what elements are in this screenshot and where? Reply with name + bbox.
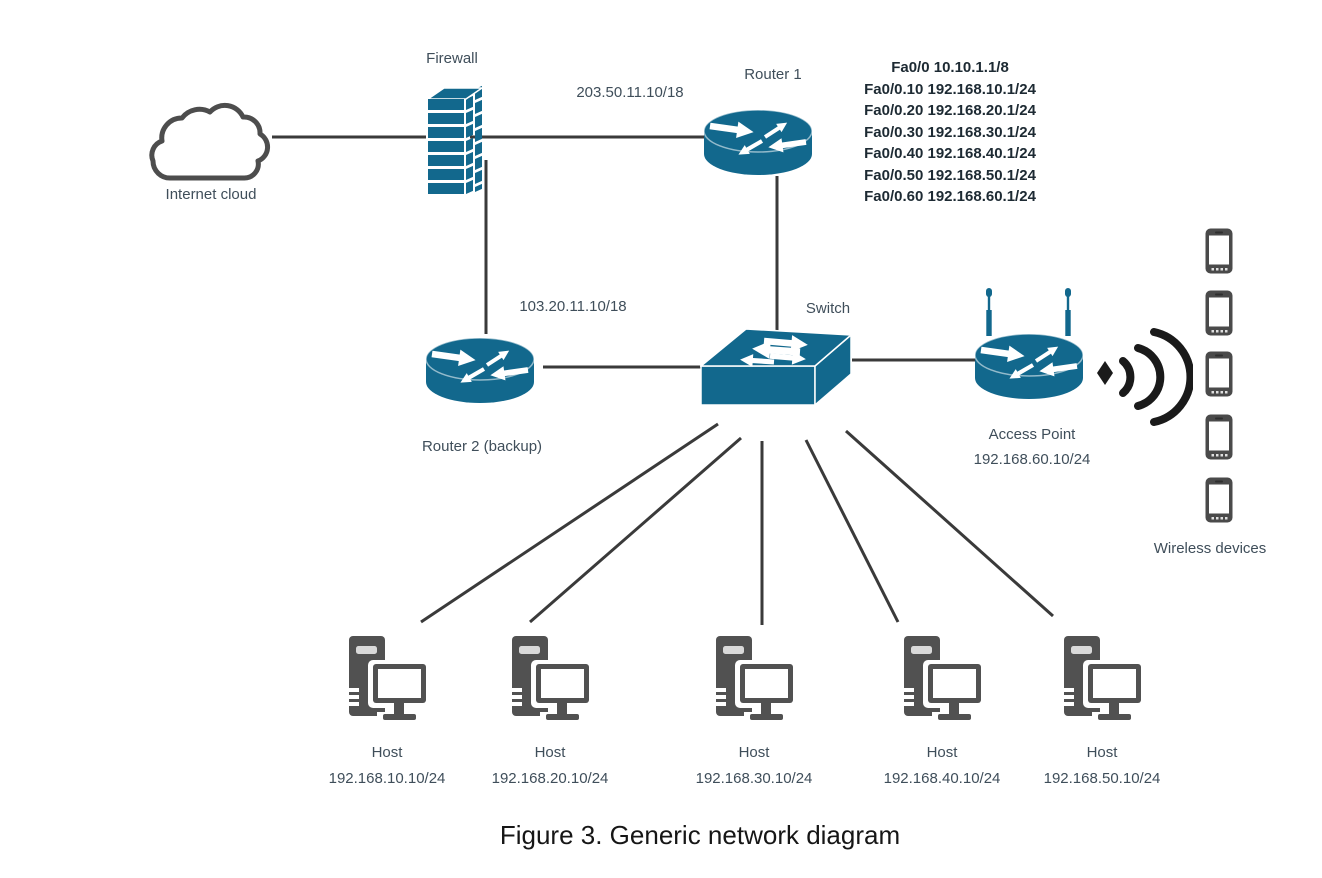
host-node-3: Host 192.168.30.10/24 bbox=[674, 636, 834, 787]
host-ip: 192.168.50.10/24 bbox=[1043, 770, 1161, 787]
router2-label: Router 2 (backup) bbox=[421, 438, 543, 455]
firewall-side-bricks bbox=[466, 85, 482, 194]
host-ip: 192.168.20.10/24 bbox=[491, 770, 609, 787]
phone-screen bbox=[1209, 358, 1229, 388]
host-ip: 192.168.30.10/24 bbox=[695, 770, 813, 787]
host-node-5: Host 192.168.50.10/24 bbox=[1022, 636, 1182, 787]
host-node-2: Host 192.168.20.10/24 bbox=[470, 636, 630, 787]
switch-front-face bbox=[700, 365, 816, 406]
wan1-ip-label: 203.50.11.10/18 bbox=[576, 84, 684, 101]
host-screen bbox=[933, 669, 976, 698]
firewall-icon bbox=[425, 85, 485, 194]
wifi-arc-1 bbox=[1119, 357, 1135, 397]
host-node-4: Host 192.168.40.10/24 bbox=[862, 636, 1022, 787]
access-point-ip: 192.168.60.10/24 bbox=[973, 451, 1091, 468]
interface-line: Fa0/0 10.10.1.1/8 bbox=[891, 59, 1009, 76]
wifi-dot bbox=[1097, 361, 1113, 385]
interface-line: Fa0/0.30 192.168.30.1/24 bbox=[864, 123, 1036, 141]
interface-line: Fa0/0.50 192.168.50.1/24 bbox=[864, 166, 1036, 184]
firewall-label: Firewall bbox=[426, 50, 478, 67]
wifi-arc-2 bbox=[1134, 344, 1165, 410]
host-icon bbox=[713, 636, 797, 724]
phone-screen bbox=[1209, 235, 1229, 265]
host-screen bbox=[745, 669, 788, 698]
link-switch-host2 bbox=[529, 436, 742, 624]
phone-icon bbox=[1205, 414, 1233, 460]
interface-line: Fa0/0.60 192.168.60.1/24 bbox=[864, 188, 1036, 205]
access-point-label: Access Point bbox=[988, 426, 1076, 443]
router2-icon bbox=[420, 326, 540, 414]
host-label: Host bbox=[738, 744, 770, 761]
host-label: Host bbox=[371, 744, 403, 761]
phone-screen bbox=[1209, 297, 1229, 327]
host-icon bbox=[346, 636, 430, 724]
ap-antenna-left bbox=[986, 288, 992, 336]
host-ip: 192.168.10.10/24 bbox=[328, 770, 446, 787]
interface-line: Fa0/0.10 192.168.10.1/24 bbox=[864, 80, 1036, 98]
firewall-top-face bbox=[425, 87, 485, 100]
host-node-1: Host 192.168.10.10/24 bbox=[307, 636, 467, 787]
wifi-signal-icon bbox=[1097, 328, 1193, 426]
host-screen bbox=[378, 669, 421, 698]
phone-screen bbox=[1209, 421, 1229, 451]
interface-line: Fa0/0.20 192.168.20.1/24 bbox=[864, 102, 1036, 119]
host-icon bbox=[509, 636, 593, 724]
figure-caption: Figure 3. Generic network diagram bbox=[499, 820, 901, 850]
phone-icon bbox=[1205, 228, 1233, 274]
host-screen bbox=[1093, 669, 1136, 698]
ap-antenna-right bbox=[1065, 288, 1071, 336]
link-switch-host4 bbox=[804, 439, 900, 623]
link-switch-host5 bbox=[845, 429, 1054, 618]
host-icon bbox=[901, 636, 985, 724]
router1-icon bbox=[698, 98, 818, 186]
wifi-arc-3 bbox=[1150, 328, 1193, 426]
host-icon bbox=[1061, 636, 1145, 724]
wireless-devices-label: Wireless devices bbox=[1153, 540, 1267, 557]
host-label: Host bbox=[1086, 744, 1118, 761]
host-screen bbox=[541, 669, 584, 698]
internet-cloud-label: Internet cloud bbox=[165, 186, 257, 203]
wan2-ip-label: 103.20.11.10/18 bbox=[519, 298, 627, 315]
router1-label: Router 1 bbox=[744, 66, 802, 83]
host-label: Host bbox=[926, 744, 958, 761]
phone-icon bbox=[1205, 290, 1233, 336]
internet-cloud-icon bbox=[149, 102, 271, 181]
cloud-shape bbox=[149, 102, 271, 181]
phone-screen bbox=[1209, 484, 1229, 514]
switch-icon bbox=[700, 328, 852, 407]
link-switch-host1 bbox=[420, 422, 719, 624]
phone-icon bbox=[1205, 351, 1233, 397]
phone-icon bbox=[1205, 477, 1233, 523]
interface-line: Fa0/0.40 192.168.40.1/24 bbox=[864, 145, 1036, 162]
host-label: Host bbox=[534, 744, 566, 761]
firewall-front-bricks bbox=[428, 99, 464, 194]
router1-interface-list: Fa0/0 10.10.1.1/8 Fa0/0.10 192.168.10.1/… bbox=[810, 57, 1090, 208]
switch-label: Switch bbox=[805, 300, 851, 317]
host-ip: 192.168.40.10/24 bbox=[883, 770, 1001, 787]
access-point-icon bbox=[965, 288, 1093, 410]
